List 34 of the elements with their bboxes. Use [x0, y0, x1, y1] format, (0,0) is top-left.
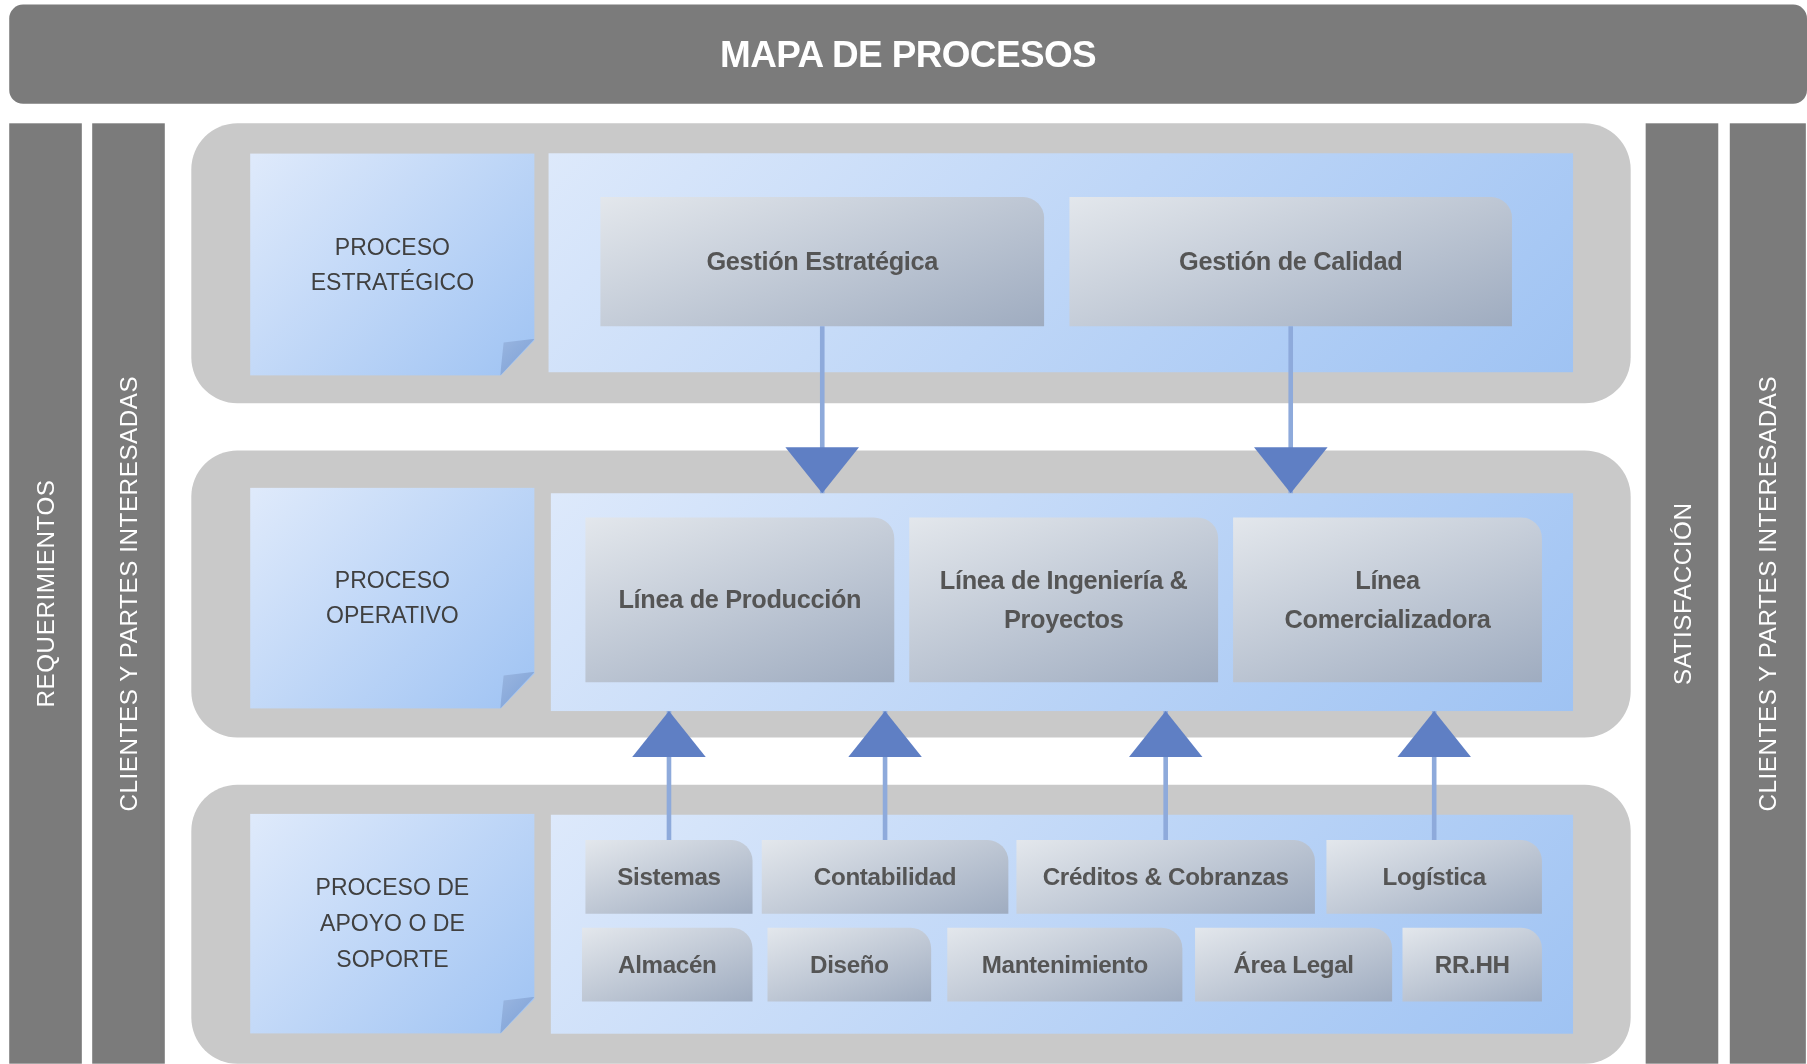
side-bar: SATISFACCIÓN — [1645, 123, 1719, 1064]
process-band — [191, 123, 1631, 404]
process-box: Línea de Producción — [585, 517, 895, 683]
process-box: Gestión Estratégica — [600, 197, 1045, 327]
chevron-arrow — [785, 326, 860, 494]
process-box: Línea de Ingeniería & Proyectos — [909, 517, 1219, 683]
process-band — [191, 784, 1631, 1064]
process-box: Almacén — [581, 927, 753, 1002]
title-banner: MAPA DE PROCESOS — [9, 4, 1807, 104]
process-box: Diseño — [767, 927, 932, 1002]
process-note: PROCESO ESTRATÉGICO — [250, 153, 535, 376]
process-box: Créditos & Cobranzas — [1016, 840, 1315, 914]
process-panel — [550, 493, 1574, 712]
side-bar: CLIENTES Y PARTES INTERESADAS — [1729, 123, 1806, 1064]
chevron-arrow — [632, 711, 706, 841]
process-box: Línea Comercializadora — [1233, 517, 1542, 683]
process-panel — [550, 814, 1574, 1034]
process-band — [191, 450, 1631, 738]
process-box: Área Legal — [1195, 927, 1393, 1002]
process-box: Mantenimiento — [947, 927, 1183, 1002]
process-box: Gestión de Calidad — [1069, 197, 1512, 327]
chevron-arrow — [1397, 711, 1472, 841]
chevron-arrow — [1253, 326, 1328, 494]
process-box: RR.HH — [1402, 927, 1542, 1002]
side-bar: REQUERIMIENTOS — [9, 123, 82, 1064]
process-note: PROCESO OPERATIVO — [250, 487, 535, 709]
process-panel — [548, 153, 1574, 373]
process-box: Contabilidad — [761, 840, 1009, 914]
chevron-arrow — [848, 711, 922, 841]
process-box: Sistemas — [585, 840, 753, 914]
process-note: PROCESO DE APOYO O DE SOPORTE — [250, 813, 535, 1034]
side-bar: CLIENTES Y PARTES INTERESADAS — [92, 123, 165, 1064]
process-box: Logística — [1326, 840, 1542, 914]
chevron-arrow — [1128, 711, 1203, 841]
